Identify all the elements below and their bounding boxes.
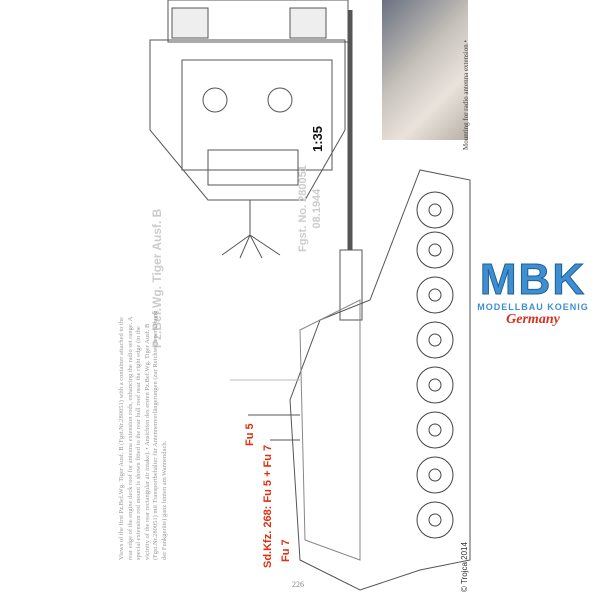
label-fu7: Fu 7 <box>280 539 292 562</box>
label-sdkfz-268: Sd.Kfz. 268: Fu 5 + Fu 7 <box>262 444 274 568</box>
chassis-date: 08.1944 <box>311 188 323 229</box>
chassis-number: Fgst. No. 280051 08.1944 <box>296 165 324 252</box>
label-fu5: Fu 5 <box>244 423 256 446</box>
figure-caption: Views of the first Pz.Bef.Wg. Tiger Ausf… <box>118 310 168 560</box>
mbk-logo: MBK MODELLBAU KOENIG Germany <box>468 255 598 328</box>
antenna-mount-photo <box>382 0 468 140</box>
photo-caption: Mounting for radio antenna extension • <box>462 40 470 150</box>
logo-country: Germany <box>506 312 560 327</box>
page-number: 226 <box>292 580 304 589</box>
scale-label: 1:35 <box>310 125 325 152</box>
copyright: © Trojca 2014 <box>460 542 469 592</box>
logo-subtitle: MODELLBAU KOENIG <box>477 302 589 312</box>
logo-brand: MBK <box>479 255 587 304</box>
chassis-number-line1: Fgst. No. 280051 <box>297 165 309 252</box>
